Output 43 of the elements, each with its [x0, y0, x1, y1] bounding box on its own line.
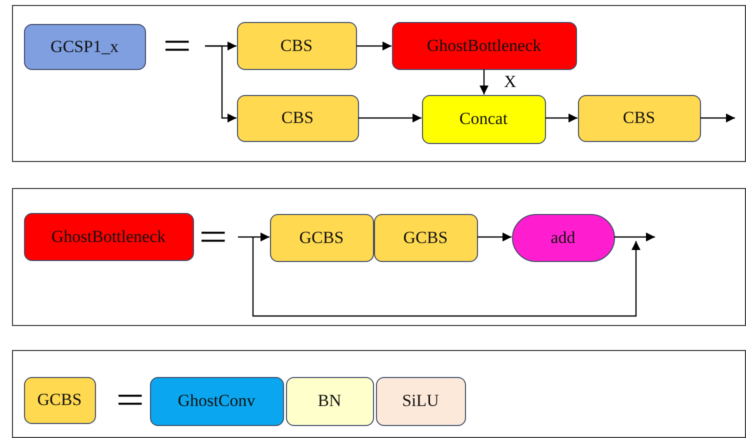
equals-sign: = — [163, 31, 192, 61]
module-box — [286, 376, 374, 426]
node-label: GCBS — [37, 390, 82, 410]
equals-sign: = — [199, 222, 228, 252]
module-box — [24, 24, 146, 70]
arrow — [358, 114, 422, 122]
module-box — [236, 94, 358, 142]
module-box — [374, 214, 478, 262]
node-label: CBS — [281, 108, 314, 128]
module-box — [24, 212, 194, 260]
add-pill — [512, 214, 614, 262]
module-box — [578, 94, 700, 142]
node-label: GhostBottleneck — [426, 36, 542, 56]
module-box — [422, 94, 546, 144]
node-label: GCBS — [403, 228, 448, 248]
panel-frame — [12, 350, 746, 438]
panel-frame — [12, 5, 746, 162]
arrow — [478, 232, 512, 242]
equals-sign: = — [116, 385, 144, 415]
arrow — [700, 114, 735, 122]
arrow — [356, 42, 392, 50]
node-label: SiLU — [402, 391, 439, 411]
arrow — [546, 114, 578, 122]
arrow — [205, 45, 236, 122]
node-label: CBS — [622, 108, 656, 128]
module-box — [392, 22, 576, 70]
module-box — [150, 376, 284, 426]
panel-frame — [12, 188, 746, 326]
node-label: GhostConv — [178, 391, 256, 411]
module-box — [24, 376, 96, 424]
arrow — [480, 70, 488, 94]
node-label: GCSP1_x — [50, 36, 119, 56]
node-label: CBS — [280, 36, 313, 56]
node-label: GCBS — [299, 228, 344, 248]
module-box — [236, 22, 356, 70]
arrow — [238, 232, 270, 242]
node-label: add — [550, 228, 576, 248]
module-box — [270, 214, 374, 262]
node-label: BN — [318, 391, 342, 411]
arrow — [614, 232, 655, 242]
node-label: GhostBottleneck — [51, 226, 166, 246]
node-label: Concat — [459, 109, 508, 129]
module-box — [376, 376, 466, 426]
